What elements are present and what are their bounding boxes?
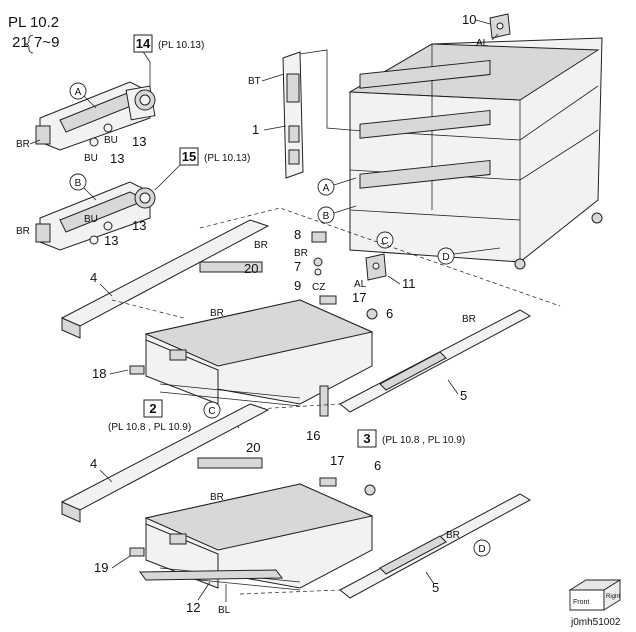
fastener-bl: BL <box>218 605 231 616</box>
callout-1: 1 <box>252 122 259 137</box>
figure-code: j0mh51002 <box>570 617 621 628</box>
fastener-br-rail5-lower: BR <box>446 530 460 541</box>
circle-ref-b-upper-text: B <box>75 178 82 189</box>
screw-part-6-upper <box>366 308 378 320</box>
fastener-bu-14a: BU <box>84 153 98 164</box>
callout-5b: 5 <box>432 580 439 595</box>
callout-17b: 17 <box>330 453 344 468</box>
brace-icon <box>24 34 34 54</box>
fastener-br-mid: BR <box>294 248 308 259</box>
ref-15: (PL 10.13) <box>204 153 250 164</box>
circle-ref-a-upper-text: A <box>75 87 82 98</box>
callout-20a: 20 <box>244 261 258 276</box>
fastener-br-15: BR <box>16 226 30 237</box>
callout-9: 9 <box>294 278 301 293</box>
alignment-line-upper <box>199 207 561 307</box>
circle-ref-a-frame <box>317 178 335 196</box>
callout-13d: 13 <box>104 233 118 248</box>
callout-17a: 17 <box>352 290 366 305</box>
main-frame <box>348 37 603 270</box>
fastener-bu-14b: BU <box>104 135 118 146</box>
fastener-cz: CZ <box>312 282 325 293</box>
circle-ref-a-frame-text: A <box>323 183 330 194</box>
label-part-20-upper <box>199 261 263 273</box>
bracket-part-1 <box>282 51 304 179</box>
fastener-br-rail-upper: BR <box>254 240 268 251</box>
fastener-al-11: AL <box>354 279 367 290</box>
ref-2: (PL 10.8 , PL 10.9) <box>108 422 191 433</box>
callout-6a: 6 <box>386 306 393 321</box>
boxed-text-15: 15 <box>182 149 196 164</box>
part-16 <box>319 385 329 417</box>
callout-13b: 13 <box>110 151 124 166</box>
callout-11: 11 <box>402 276 416 291</box>
callout-5a: 5 <box>460 388 467 403</box>
fastener-bt: BT <box>248 76 261 87</box>
label-part-20-lower <box>197 457 263 469</box>
bracket-part-11 <box>365 253 387 281</box>
callout-18: 18 <box>92 366 106 381</box>
boxed-label-15 <box>179 147 199 166</box>
callout-4b: 4 <box>90 456 97 471</box>
circle-ref-c-frame <box>376 231 394 249</box>
callout-10: 10 <box>462 12 476 27</box>
boxed-label-2 <box>143 399 163 418</box>
callout-13c: 13 <box>132 218 146 233</box>
callout-12: 12 <box>186 600 200 615</box>
callout-8: 8 <box>294 227 301 242</box>
ref-3: (PL 10.8 , PL 10.9) <box>382 435 465 446</box>
circle-ref-d-frame <box>437 247 455 265</box>
fastener-bu-15: BU <box>84 214 98 225</box>
circle-ref-d-frame-text: D <box>442 252 449 263</box>
ref-14: (PL 10.13) <box>158 40 204 51</box>
circle-ref-c-tray-text: C <box>208 406 215 417</box>
circle-ref-c-frame-text: C <box>381 236 388 247</box>
screw-part-6-lower <box>364 484 376 496</box>
fastener-br-tray-upper: BR <box>210 308 224 319</box>
boxed-text-2: 2 <box>149 401 156 416</box>
plate-part-12 <box>139 569 283 581</box>
boxed-label-14 <box>133 34 153 53</box>
callout-7: 7 <box>294 259 301 274</box>
boxed-text-14: 14 <box>136 36 151 51</box>
variant-range: 7~9 <box>34 34 59 51</box>
boxed-label-3 <box>357 429 377 448</box>
orientation-front: Front <box>573 599 589 606</box>
pad-part-19 <box>129 547 145 557</box>
callout-19: 19 <box>94 560 108 575</box>
fastener-al-10: AL <box>476 38 489 49</box>
fastener-parts-7-8-9 <box>311 231 327 276</box>
callout-16: 16 <box>306 428 320 443</box>
bracket-part-10 <box>489 13 511 39</box>
circle-ref-b-frame-text: B <box>323 211 330 222</box>
pad-part-17-lower <box>319 477 337 487</box>
fastener-br-tray-lower: BR <box>210 492 224 503</box>
fastener-br-rail5-upper: BR <box>462 314 476 325</box>
orientation-cube-icon <box>568 579 622 611</box>
circle-ref-b-upper <box>69 173 87 191</box>
assembly-15 <box>35 164 181 251</box>
circle-ref-c-tray <box>203 401 221 419</box>
circle-ref-d-rail-text: D <box>478 544 485 555</box>
circle-ref-b-frame <box>317 206 335 224</box>
fastener-br-14: BR <box>16 139 30 150</box>
variant-prefix: 21 <box>12 34 29 51</box>
callout-13a: 13 <box>132 134 146 149</box>
tray-part-2 <box>144 299 374 407</box>
callout-20b: 20 <box>246 440 260 455</box>
plate-title: PL 10.2 <box>8 14 59 31</box>
tray-part-3 <box>144 483 374 591</box>
circle-ref-a-upper <box>69 82 87 100</box>
callout-4a: 4 <box>90 270 97 285</box>
circle-ref-d-rail <box>473 539 491 557</box>
callout-6b: 6 <box>374 458 381 473</box>
pad-part-17-upper <box>319 295 337 305</box>
assembly-14 <box>35 49 156 151</box>
orientation-right: Right <box>606 594 620 600</box>
boxed-text-3: 3 <box>363 431 370 446</box>
pad-part-18 <box>129 365 145 375</box>
